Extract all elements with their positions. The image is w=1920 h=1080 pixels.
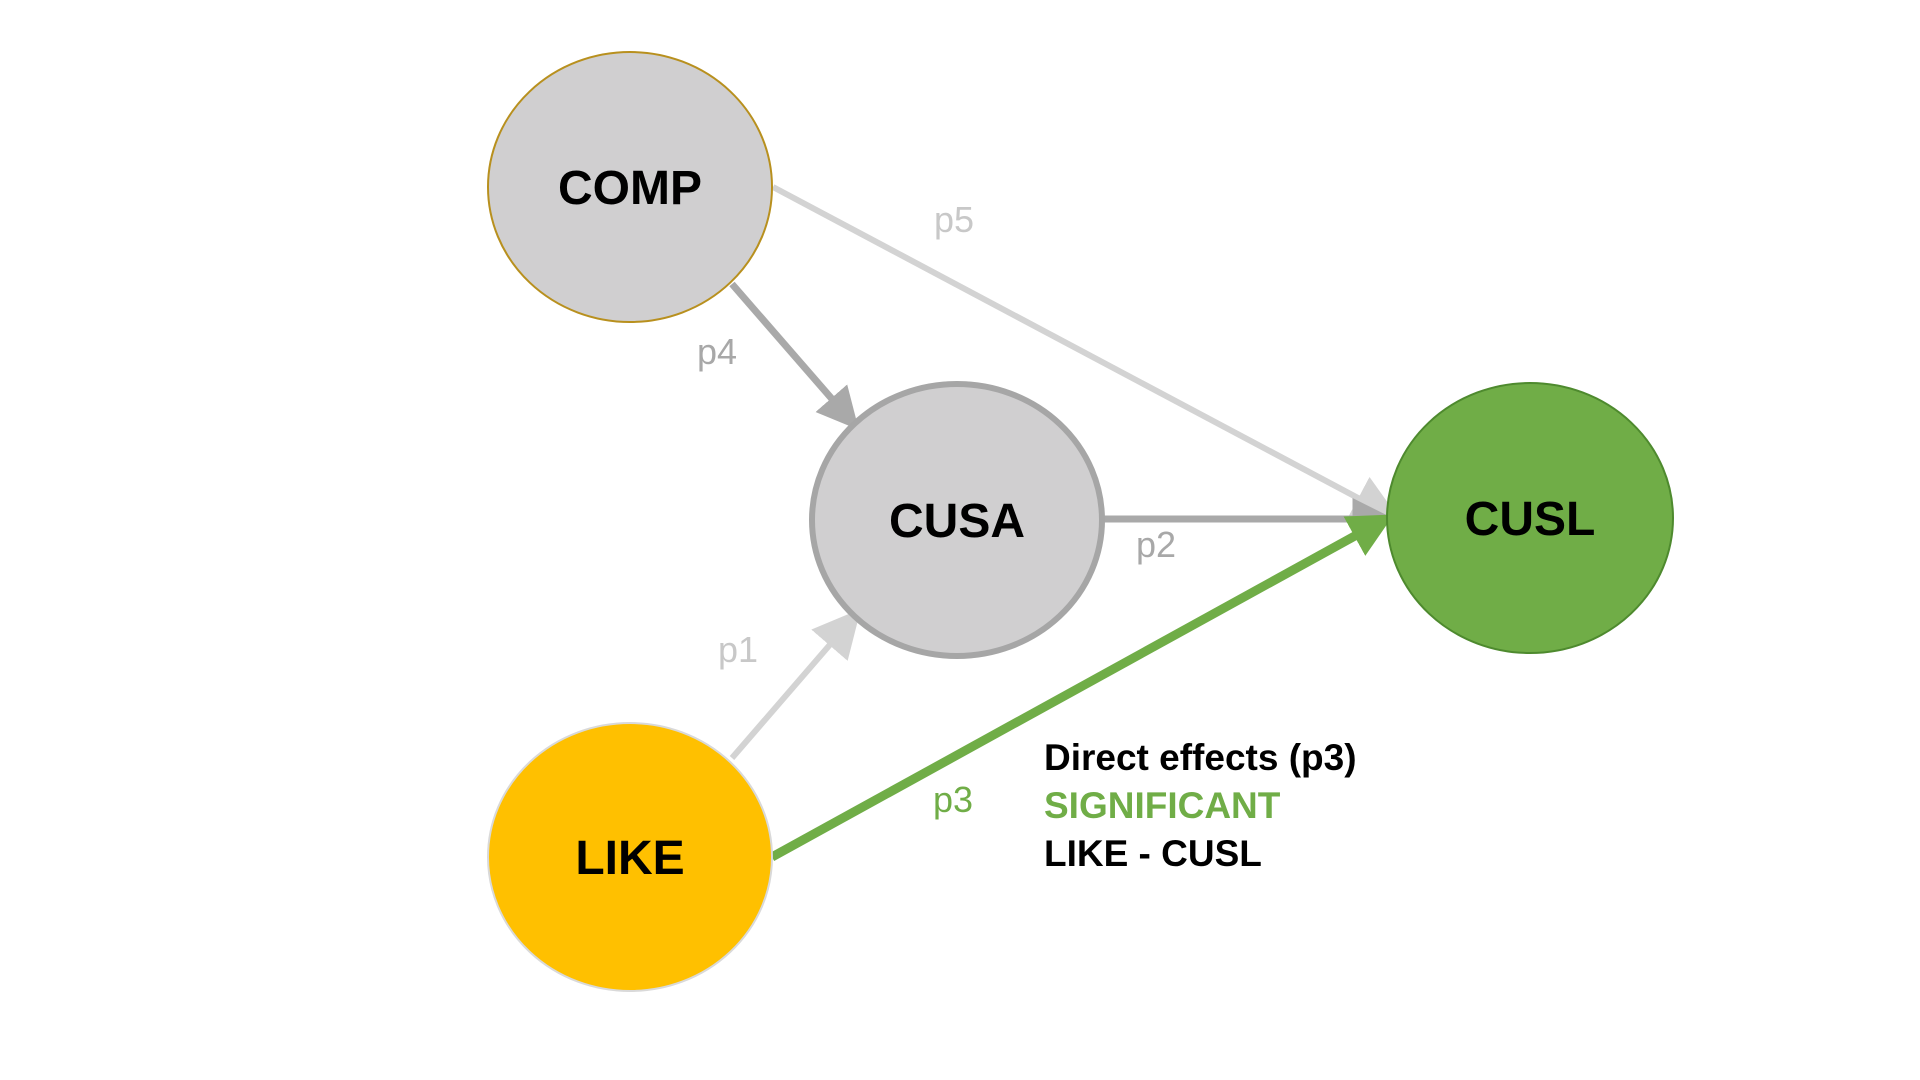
path-p3-label: p3 — [933, 779, 973, 820]
path-p1-arrow — [729, 608, 861, 760]
node-comp-label: COMP — [558, 162, 702, 215]
node-comp: COMP — [487, 51, 773, 323]
node-cusl: CUSL — [1386, 382, 1674, 654]
path-p5-arrow — [771, 184, 1401, 521]
path-p4-label: p4 — [697, 331, 737, 372]
path-p4-arrow — [729, 281, 859, 430]
node-cusl-shape — [1386, 382, 1674, 654]
path-p1-label: p1 — [718, 629, 758, 670]
path-p2-label: p2 — [1136, 524, 1176, 565]
node-like-shape — [487, 722, 773, 992]
node-cusl-label: CUSL — [1465, 493, 1596, 546]
path-p5-label: p5 — [934, 199, 974, 240]
node-cusa: CUSA — [809, 381, 1105, 659]
node-cusa-shape — [809, 381, 1105, 659]
note-title: Direct effects (p3) — [1044, 737, 1357, 778]
note-relationship: LIKE - CUSL — [1044, 833, 1262, 874]
path-p3-arrow — [769, 514, 1394, 861]
direct-effects-note: Direct effects (p3) SIGNIFICANT LIKE - C… — [1044, 734, 1357, 878]
node-like-label: LIKE — [575, 832, 684, 885]
note-significance: SIGNIFICANT — [1044, 785, 1281, 826]
node-comp-shape — [487, 51, 773, 323]
node-cusa-label: CUSA — [889, 495, 1025, 548]
node-like: LIKE — [487, 722, 773, 992]
